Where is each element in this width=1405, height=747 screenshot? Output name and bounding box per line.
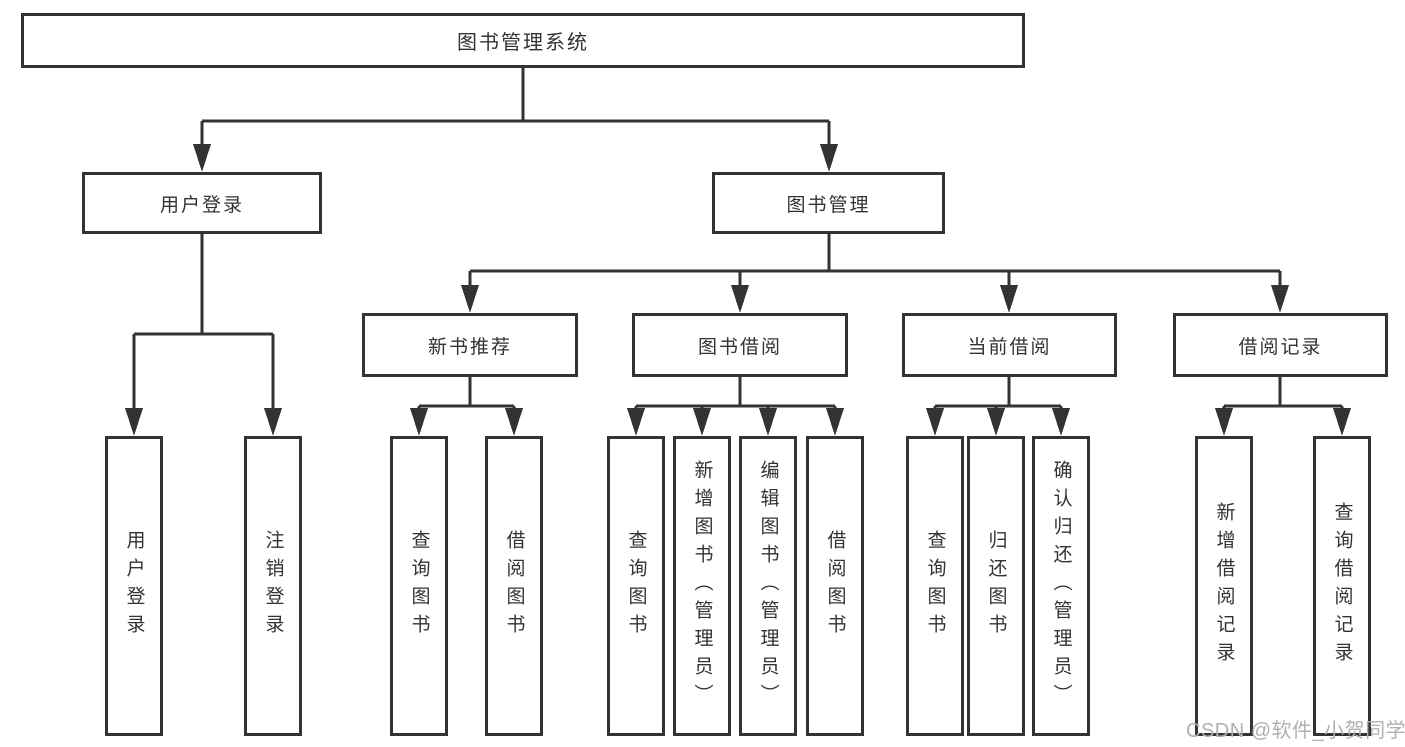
node-label: 借阅记录	[1238, 336, 1323, 358]
node-label: 图书借阅	[697, 336, 782, 358]
node-label: 查询图书	[625, 530, 647, 642]
node-label: 编辑图书（管理员）	[757, 460, 779, 712]
node-label: 用户登录	[123, 530, 145, 642]
node-leaf-confirm-return-admin: 确认归还（管理员）	[1032, 436, 1090, 736]
node-leaf-logout: 注销登录	[244, 436, 302, 736]
arrowhead	[987, 408, 1005, 436]
arrowhead	[926, 408, 944, 436]
arrowhead	[693, 408, 711, 436]
node-root: 图书管理系统	[21, 13, 1025, 68]
node-label: 新增借阅记录	[1213, 502, 1235, 670]
node-label: 确认归还（管理员）	[1050, 460, 1072, 712]
node-label: 借阅图书	[824, 530, 846, 642]
node-leaf-return-book: 归还图书	[967, 436, 1025, 736]
node-current-borrow: 当前借阅	[902, 313, 1117, 377]
arrowhead	[1000, 285, 1018, 313]
node-leaf-query-book-3: 查询图书	[906, 436, 964, 736]
node-label: 新书推荐	[427, 336, 512, 358]
node-label: 查询借阅记录	[1331, 502, 1353, 670]
arrowhead	[125, 408, 143, 436]
arrowhead	[731, 285, 749, 313]
node-label: 注销登录	[262, 530, 284, 642]
arrowhead	[826, 408, 844, 436]
arrowhead	[505, 408, 523, 436]
node-user-login: 用户登录	[82, 172, 322, 234]
node-label: 新增图书（管理员）	[691, 460, 713, 712]
arrowhead	[193, 144, 211, 172]
node-leaf-user-login: 用户登录	[105, 436, 163, 736]
arrowhead	[759, 408, 777, 436]
node-label: 当前借阅	[967, 336, 1052, 358]
arrowhead	[1052, 408, 1070, 436]
node-leaf-add-borrow-record: 新增借阅记录	[1195, 436, 1253, 736]
node-book-borrow: 图书借阅	[632, 313, 848, 377]
arrowhead	[461, 285, 479, 313]
node-label: 用户登录	[159, 194, 244, 216]
node-leaf-query-book-2: 查询图书	[607, 436, 665, 736]
node-borrow-records: 借阅记录	[1173, 313, 1388, 377]
node-label: 查询图书	[408, 530, 430, 642]
node-leaf-borrow-book-1: 借阅图书	[485, 436, 543, 736]
arrowhead	[1271, 285, 1289, 313]
node-leaf-query-borrow-record: 查询借阅记录	[1313, 436, 1371, 736]
node-label: 归还图书	[985, 530, 1007, 642]
arrowhead	[264, 408, 282, 436]
node-label: 图书管理	[786, 194, 871, 216]
node-book-management: 图书管理	[712, 172, 945, 234]
node-leaf-edit-book-admin: 编辑图书（管理员）	[739, 436, 797, 736]
node-label: 图书管理系统	[457, 32, 589, 54]
node-new-book-recommend: 新书推荐	[362, 313, 578, 377]
arrowhead	[820, 144, 838, 172]
arrowhead	[410, 408, 428, 436]
arrowhead	[1333, 408, 1351, 436]
arrowhead	[627, 408, 645, 436]
node-label: 查询图书	[924, 530, 946, 642]
arrowhead	[1215, 408, 1233, 436]
node-leaf-add-book-admin: 新增图书（管理员）	[673, 436, 731, 736]
node-leaf-borrow-book-2: 借阅图书	[806, 436, 864, 736]
watermark: CSDN @软件_小贺同学	[1186, 720, 1405, 742]
node-label: 借阅图书	[503, 530, 525, 642]
node-leaf-query-book-1: 查询图书	[390, 436, 448, 736]
